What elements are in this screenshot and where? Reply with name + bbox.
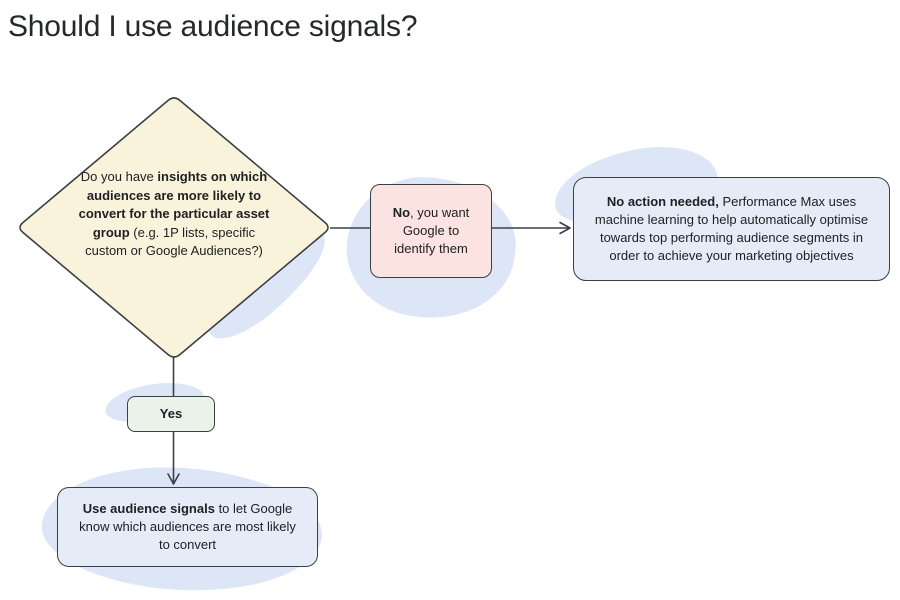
decision-text-prefix: Do you have <box>80 169 158 184</box>
decision-text-bold: insights on which audiences are more lik… <box>78 169 270 240</box>
arrowhead-down-icon <box>167 473 180 485</box>
no-branch-text: No, you want Google to identify them <box>385 204 477 258</box>
no-branch-bold: No <box>392 205 411 220</box>
yes-branch-label: Yes <box>159 406 183 421</box>
decision-text-suffix: (e.g. 1P lists, specific custom or Googl… <box>85 224 263 259</box>
no-action-text: No action needed, Performance Max uses m… <box>590 193 873 265</box>
arrowhead-right-icon <box>559 221 571 235</box>
yes-branch-box: Yes <box>127 396 215 432</box>
no-action-box: No action needed, Performance Max uses m… <box>573 177 890 281</box>
no-action-bold: No action needed, <box>606 194 719 209</box>
no-branch-box: No, you want Google to identify them <box>370 184 492 278</box>
use-signals-bold: Use audience signals <box>82 501 215 516</box>
page-title: Should I use audience signals? <box>8 10 418 43</box>
decision-diamond <box>19 97 329 358</box>
use-signals-text: Use audience signals to let Google know … <box>78 500 297 554</box>
decision-diamond-label: Do you have insights on which audiences … <box>72 168 276 261</box>
use-signals-rest: to let Google know which audiences are m… <box>79 501 296 552</box>
no-branch-rest: , you want Google to identify them <box>394 205 470 256</box>
use-signals-box: Use audience signals to let Google know … <box>57 487 318 567</box>
no-action-rest: Performance Max uses machine learning to… <box>594 194 869 263</box>
